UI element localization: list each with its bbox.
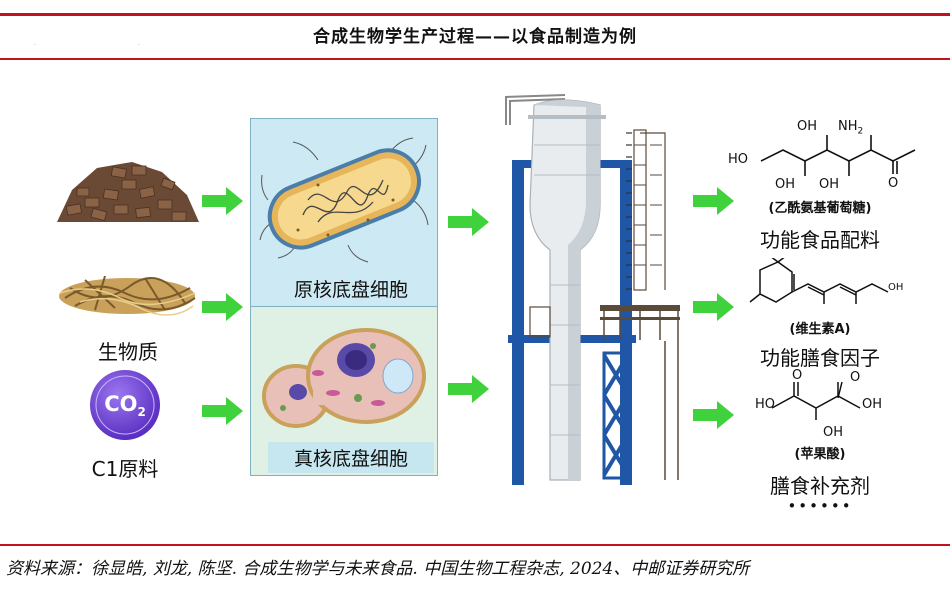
- co2-subscript: 2: [137, 405, 146, 420]
- bioreactor-tower-image: [505, 94, 680, 485]
- source-citation: 资料来源：徐显皓, 刘龙, 陈坚. 合成生物学与未来食品. 中国生物工程杂志, …: [6, 559, 750, 579]
- malic-o-right-text: O: [850, 370, 861, 385]
- page-title: 合成生物学生产过程——以食品制造为例: [313, 27, 637, 47]
- top-red-rule: [0, 13, 950, 16]
- nag-oh-3-text: OH: [819, 177, 840, 192]
- title-red-rule: [0, 58, 950, 60]
- bacterium-image: [259, 137, 429, 263]
- vitamin-a-name: (维生素A): [789, 322, 851, 337]
- biomass-label: 生物质: [98, 340, 158, 364]
- prokaryote-label: 原核底盘细胞: [268, 273, 434, 304]
- vitamin-a-oh-text: OH: [888, 282, 904, 293]
- nag-oh-1-text: OH: [797, 119, 818, 134]
- malic-acid-name: (苹果酸): [794, 447, 846, 462]
- nag-structure-diagram: [760, 135, 916, 176]
- arrow-to-vitamin-a-icon: [693, 293, 734, 321]
- nag-nh2-text: NH2: [838, 119, 863, 137]
- malic-acid-structure-diagram: [771, 381, 861, 420]
- c1-feedstock-label: C1原料: [91, 457, 159, 481]
- straw-biomass-image: [59, 275, 196, 316]
- nag-name: (乙酰氨基葡萄糖): [768, 201, 872, 216]
- nh2-sub: 2: [857, 126, 864, 137]
- nag-oh-2-text: OH: [775, 177, 796, 192]
- arrow-straw-to-cells-icon: [202, 293, 243, 321]
- malic-ho-text: HO: [755, 397, 776, 412]
- malic-oh-bottom-text: OH: [823, 425, 844, 440]
- biomass-pellets-image: [57, 162, 199, 222]
- malic-o-left-text: O: [792, 368, 803, 383]
- eukaryote-label: 真核底盘细胞: [268, 442, 434, 473]
- nag-ho-text: HO: [728, 152, 749, 167]
- arrow-biomass-to-cells-icon: [202, 187, 243, 215]
- nh2-main: NH: [838, 119, 858, 134]
- more-products-ellipsis: ••••••: [787, 497, 853, 515]
- vitamin-a-category-label: 功能膳食因子: [760, 346, 880, 370]
- bottom-red-rule: [0, 544, 950, 546]
- vitamin-a-structure-diagram: [749, 258, 889, 304]
- arrow-to-nag-icon: [693, 187, 734, 215]
- arrow-prokaryote-to-reactor-icon: [448, 208, 489, 236]
- arrow-eukaryote-to-reactor-icon: [448, 375, 489, 403]
- corner-marks: . .: [34, 40, 190, 47]
- malic-oh-right-text: OH: [862, 397, 883, 412]
- co2-main: CO: [104, 392, 138, 416]
- yeast-cell-image: [262, 328, 426, 428]
- nag-category-label: 功能食品配料: [760, 228, 880, 252]
- malic-acid-category-label: 膳食补充剂: [770, 474, 870, 498]
- nag-o-text: O: [888, 176, 899, 191]
- arrow-to-malic-acid-icon: [693, 401, 734, 429]
- arrow-c1-to-cells-icon: [202, 397, 243, 425]
- co2-circle-icon: [90, 370, 160, 440]
- co2-text: CO2: [88, 392, 162, 419]
